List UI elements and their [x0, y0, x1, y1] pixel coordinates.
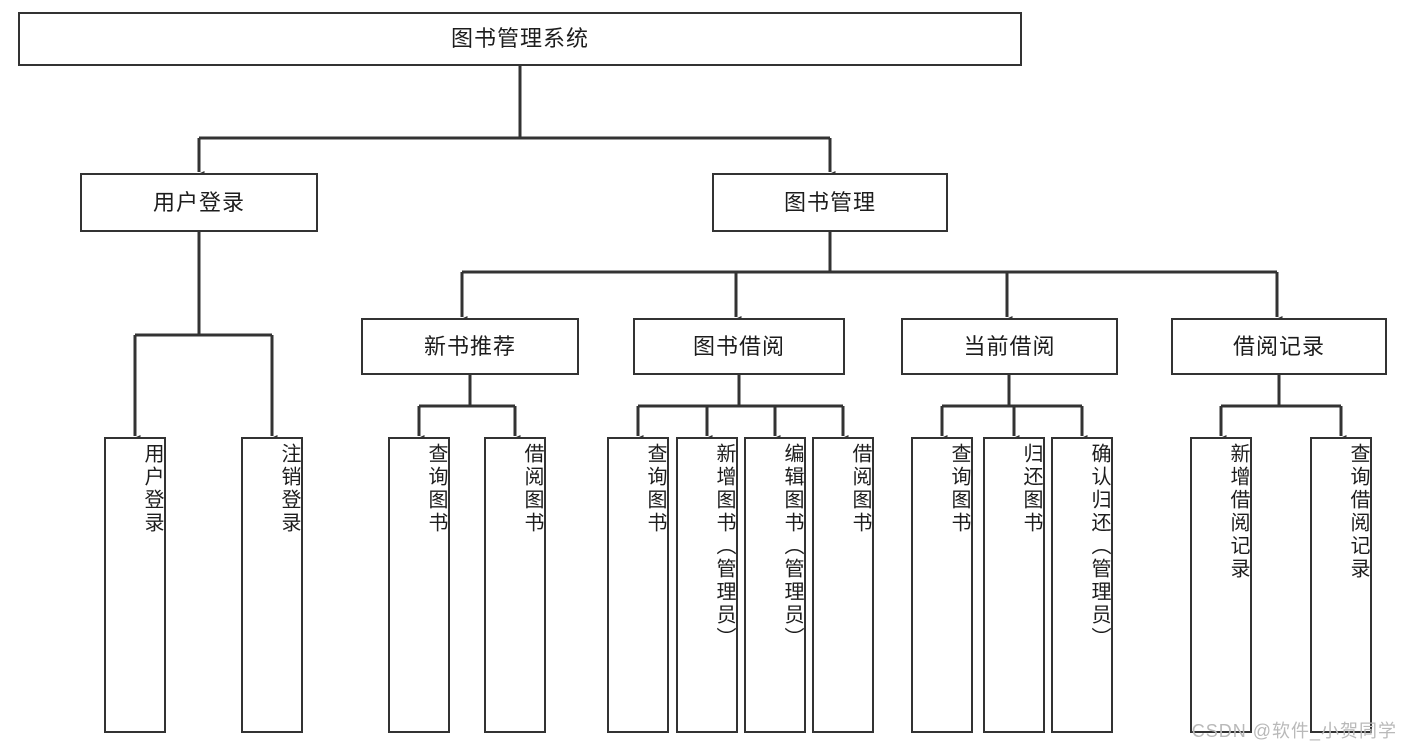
node-label: 图书借阅: [692, 333, 785, 359]
watermark-label: CSDN @软件_小贺同学: [1191, 721, 1397, 741]
node-label: 查询图书: [425, 443, 447, 535]
node-label: 注销登录: [278, 443, 300, 535]
node-leaf-return-book[interactable]: 归还图书: [983, 437, 1045, 733]
node-label: 借阅图书: [849, 443, 871, 535]
node-leaf-add-book[interactable]: 新增图书（管理员）: [676, 437, 738, 733]
node-label: 新增图书（管理员）: [713, 443, 735, 650]
node-book-manage[interactable]: 图书管理: [712, 173, 948, 232]
node-label: 编辑图书（管理员）: [781, 443, 803, 650]
node-leaf-add-record[interactable]: 新增借阅记录: [1190, 437, 1252, 733]
node-leaf-query-book-3[interactable]: 查询图书: [911, 437, 973, 733]
node-label: 归还图书: [1020, 443, 1042, 535]
node-leaf-query-record[interactable]: 查询借阅记录: [1310, 437, 1372, 733]
node-label: 借阅图书: [521, 443, 543, 535]
node-leaf-edit-book[interactable]: 编辑图书（管理员）: [744, 437, 806, 733]
node-label: 图书管理: [783, 189, 876, 215]
connector-paths: [129, 66, 1347, 445]
node-leaf-logout[interactable]: 注销登录: [241, 437, 303, 733]
node-leaf-query-book-1[interactable]: 查询图书: [388, 437, 450, 733]
node-leaf-confirm-return[interactable]: 确认归还（管理员）: [1051, 437, 1113, 733]
node-label: 当前借阅: [963, 333, 1056, 359]
node-label: 图书管理系统: [450, 26, 589, 52]
node-current-borrow[interactable]: 当前借阅: [901, 318, 1118, 375]
node-root[interactable]: 图书管理系统: [18, 12, 1022, 66]
node-book-borrow[interactable]: 图书借阅: [633, 318, 845, 375]
node-new-book-rec[interactable]: 新书推荐: [361, 318, 579, 375]
node-label: 确认归还（管理员）: [1088, 443, 1110, 650]
node-leaf-query-book-2[interactable]: 查询图书: [607, 437, 669, 733]
node-label: 新增借阅记录: [1227, 443, 1249, 581]
node-label: 用户登录: [141, 443, 163, 535]
node-label: 新书推荐: [423, 333, 516, 359]
node-label: 用户登录: [152, 189, 245, 215]
node-label: 借阅记录: [1232, 333, 1325, 359]
node-label: 查询借阅记录: [1347, 443, 1369, 581]
node-leaf-borrow-book-2[interactable]: 借阅图书: [812, 437, 874, 733]
node-user-login[interactable]: 用户登录: [80, 173, 318, 232]
node-label: 查询图书: [644, 443, 666, 535]
node-leaf-user-login[interactable]: 用户登录: [104, 437, 166, 733]
node-borrow-record[interactable]: 借阅记录: [1171, 318, 1387, 375]
node-leaf-borrow-book-1[interactable]: 借阅图书: [484, 437, 546, 733]
node-label: 查询图书: [948, 443, 970, 535]
